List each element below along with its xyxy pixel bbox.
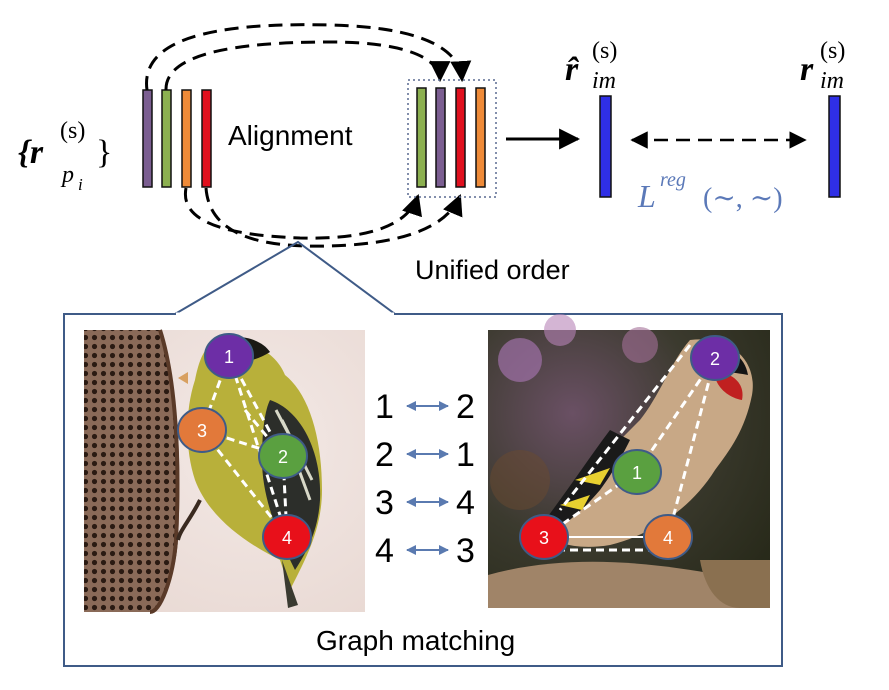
match-right-id: 2 [456, 388, 475, 426]
svg-text:im: im [820, 68, 844, 94]
svg-text:r̂: r̂ [565, 51, 579, 88]
svg-text:reg: reg [660, 169, 686, 191]
right-node-label: 2 [710, 349, 720, 369]
aligned-bar-red [455, 87, 466, 188]
aligned-bar-green [416, 87, 427, 188]
right-node-label: 3 [539, 528, 549, 548]
right-node-1: 1 [612, 449, 662, 495]
bar-green [161, 89, 172, 188]
r-label: r im (s) [800, 38, 845, 94]
svg-text:L: L [637, 178, 656, 214]
svg-text:im: im [592, 68, 616, 94]
match-right-id: 3 [456, 532, 475, 570]
svg-text:r: r [800, 51, 814, 88]
left-node-3: 3 [177, 407, 227, 453]
left-node-2: 2 [258, 433, 308, 479]
bar-orange [181, 89, 192, 188]
aligned-feature-bars [416, 87, 486, 188]
match-right-id: 4 [456, 484, 475, 522]
right-node-label: 1 [632, 463, 642, 483]
match-left-id: 3 [375, 484, 394, 522]
right-node-4: 4 [643, 514, 693, 560]
match-left-id: 4 [375, 532, 394, 570]
right-node-label: 4 [663, 528, 673, 548]
svg-text:(s): (s) [60, 118, 85, 144]
svg-text:}: } [96, 134, 112, 171]
left-node-label: 4 [282, 528, 292, 548]
target-feature-bar [828, 95, 841, 198]
callout-pointer [174, 240, 396, 315]
rhat-label: r̂ im (s) [565, 38, 617, 94]
unified-order-label: Unified order [415, 255, 570, 285]
loss-label: L reg (∼, ∼) [637, 169, 783, 214]
aggregated-feature-bar [599, 95, 612, 198]
left-node-label: 1 [224, 347, 234, 367]
svg-text:(s): (s) [820, 38, 845, 64]
svg-text:i: i [78, 175, 83, 194]
bar-red [201, 89, 212, 188]
right-graph-nodes: 1 2 3 4 [519, 335, 740, 560]
left-graph-nodes: 1 2 3 4 [177, 333, 312, 560]
left-node-label: 3 [197, 421, 207, 441]
aligned-bars-frame [407, 79, 497, 198]
left-node-1: 1 [204, 333, 254, 379]
right-node-2: 2 [690, 335, 740, 381]
svg-text:(s): (s) [592, 38, 617, 64]
aligned-bar-purple [435, 87, 446, 188]
svg-text:p: p [60, 162, 74, 188]
left-node-label: 2 [278, 447, 288, 467]
right-node-3: 3 [519, 514, 569, 560]
graph-matching-label: Graph matching [316, 625, 515, 656]
input-set-label: {r p i (s) } [18, 118, 112, 194]
match-right-id: 1 [456, 436, 475, 474]
input-feature-bars [142, 89, 212, 188]
left-node-4: 4 [262, 514, 312, 560]
alignment-label: Alignment [228, 120, 353, 151]
bar-purple [142, 89, 153, 188]
match-left-id: 2 [375, 436, 394, 474]
svg-text:(∼, ∼): (∼, ∼) [703, 183, 783, 214]
alignment-arcs [145, 23, 472, 248]
aligned-bar-orange [475, 87, 486, 188]
match-left-id: 1 [375, 388, 394, 426]
svg-text:{r: {r [18, 134, 44, 171]
